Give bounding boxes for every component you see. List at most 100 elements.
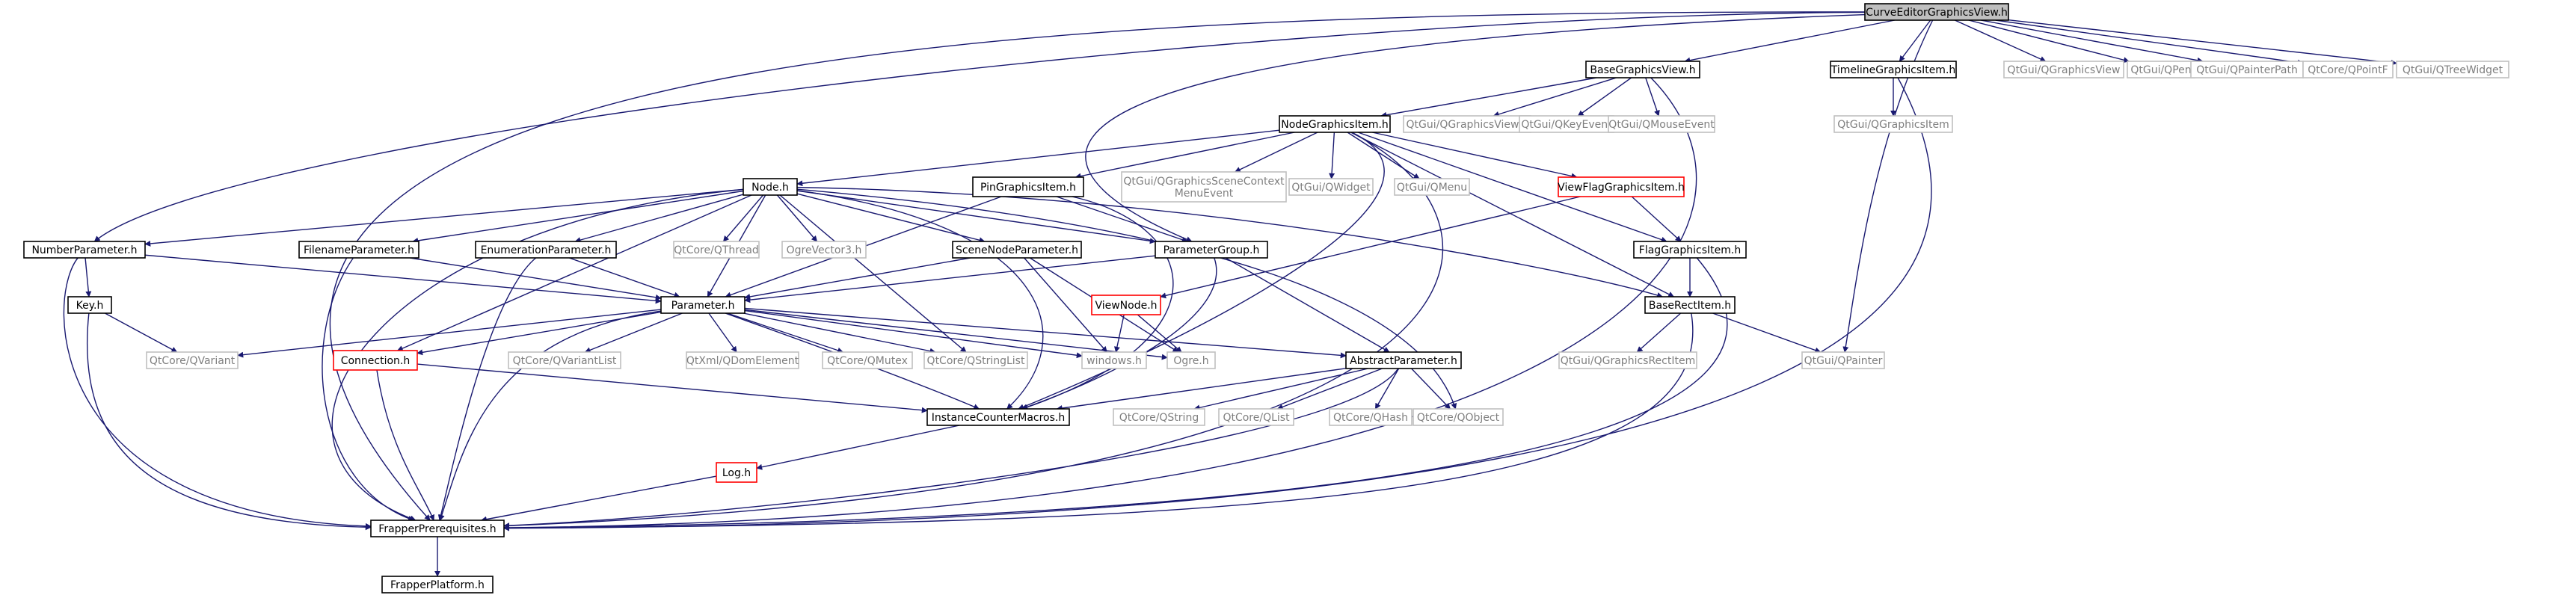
node-tgi[interactable]: TimelineGraphicsItem.h [1830,61,1957,78]
node-box [146,351,239,369]
edge-conn-fprereq [376,369,434,521]
node-absp[interactable]: AbstractParameter.h [1345,351,1462,369]
node-box [381,576,494,594]
node-pgroup[interactable]: ParameterGroup.h [1155,241,1268,259]
node-label: FlagGraphicsItem.h [1639,244,1741,256]
node-enump[interactable]: EnumerationParameter.h [475,241,617,259]
node-qstring: QtCore/QString [1113,408,1205,426]
edge-ngi-pingi [1075,132,1295,179]
node-filep[interactable]: FilenameParameter.h [298,241,419,259]
node-box [1155,241,1268,259]
edge-line [1631,196,1682,242]
node-box [1644,296,1736,314]
edge-param-qsl [743,312,936,354]
node-label: Connection.h [341,355,411,367]
node-box [660,296,746,314]
node-pingi[interactable]: PinGraphicsItem.h [972,176,1084,197]
edge-enump-fprereq [437,257,537,521]
node-box [972,176,1084,197]
node-qdom: QtXml/QDomElement [686,351,799,369]
edge-viewnode-ogre [1137,314,1182,353]
edge-absp-qhash [1374,368,1400,410]
node-viewnode[interactable]: ViewNode.h [1091,295,1161,315]
node-root[interactable]: CurveEditorGraphicsView.h [1864,3,2009,21]
node-log[interactable]: Log.h [716,462,757,483]
node-conn[interactable]: Connection.h [333,350,418,371]
node-scenep[interactable]: SceneNodeParameter.h [952,241,1082,259]
edge-root-qgview [1955,19,2047,62]
node-box [673,241,760,259]
edge-absp-qstring [1193,368,1368,411]
node-qlist: QtCore/QList [1218,408,1294,426]
node-qtree: QtGui/QTreeWidget [2396,61,2509,78]
node-box [952,241,1082,259]
edge-line [439,310,662,521]
node-box [370,520,505,537]
edge-line [744,309,1168,360]
edge-line [1329,132,1335,179]
node-key[interactable]: Key.h [67,296,112,314]
node-box [1218,408,1294,426]
edge-param-qvlist [584,312,683,354]
node-node[interactable]: Node.h [743,178,798,196]
edge-line [744,309,1083,359]
node-qmouse: QtGui/QMouseEvent [1608,115,1715,133]
edge-ngi-icm [1018,132,1385,410]
node-label: PinGraphicsItem.h [980,182,1076,194]
edge-line [743,312,936,354]
node-box [1166,351,1216,369]
node-box [716,462,757,483]
edge-line [1160,196,1581,299]
node-label: FilenameParameter.h [304,244,414,256]
node-ngi[interactable]: NodeGraphicsItem.h [1279,115,1391,133]
edge-line [796,129,1280,187]
node-param[interactable]: Parameter.h [660,296,746,314]
node-fplat[interactable]: FrapperPlatform.h [381,576,494,594]
edge-log-fprereq [480,475,717,523]
node-fgi[interactable]: FlagGraphicsItem.h [1633,241,1747,259]
node-qgri: QtGui/QGraphicsRectItem [1558,351,1697,369]
node-label: QtGui/QPainter [1804,355,1883,367]
edge-line [412,190,744,244]
edge-node-bri [796,186,1664,298]
node-qgview2: QtGui/QGraphicsView.h [1403,115,1531,133]
edge-root-qpp [1981,19,2204,64]
node-bri[interactable]: BaseRectItem.h [1644,296,1736,314]
edge-line [1021,257,1217,410]
node-vfgi[interactable]: ViewFlagGraphicsItem.h [1558,176,1685,197]
node-label: QtGui/QGraphicsView [2008,64,2121,76]
node-nump[interactable]: NumberParameter.h [23,241,146,259]
node-qmutex: QtCore/QMutex [822,351,913,369]
edge-line [1636,312,1682,353]
node-label: QtGui/QPen [2130,64,2191,76]
node-bgv[interactable]: BaseGraphicsView.h [1585,61,1700,78]
node-label: QtGui/QGraphicsView.h [1407,119,1528,131]
edge-node-enump [574,194,744,243]
node-qpen: QtGui/QPen [2127,61,2195,78]
edge-line [144,188,744,247]
edge-line [144,254,662,304]
edge-line [1113,314,1125,353]
edge-pgroup-icm [1021,257,1217,410]
edge-line [1075,132,1295,179]
node-qgitem: QtGui/QGraphicsItem [1833,115,1953,133]
node-label: QtGui/QMenu [1397,182,1467,194]
edge-param-fprereq [439,310,662,521]
edge-root-nump [93,11,1866,242]
node-box [508,351,621,369]
node-label: QtGui/QPainterPath [2196,64,2298,76]
node-box [781,241,867,259]
node-icm[interactable]: InstanceCounterMacros.h [926,408,1070,426]
edge-bgv-ngi [1380,77,1597,118]
edge-line [376,369,434,521]
edge-node-qthread [722,194,764,242]
node-fprereq[interactable]: FrapperPrerequisites.h [370,520,505,537]
edge-line [1899,19,1931,62]
edge-line [1374,368,1400,410]
edge-scenep-windows [1024,257,1107,353]
edge-line [1085,13,1866,242]
edge-nump-param [144,254,662,304]
dependency-nodes: CurveEditorGraphicsView.hBaseGraphicsVie… [23,3,2509,594]
node-ogre: Ogre.h [1166,351,1216,369]
